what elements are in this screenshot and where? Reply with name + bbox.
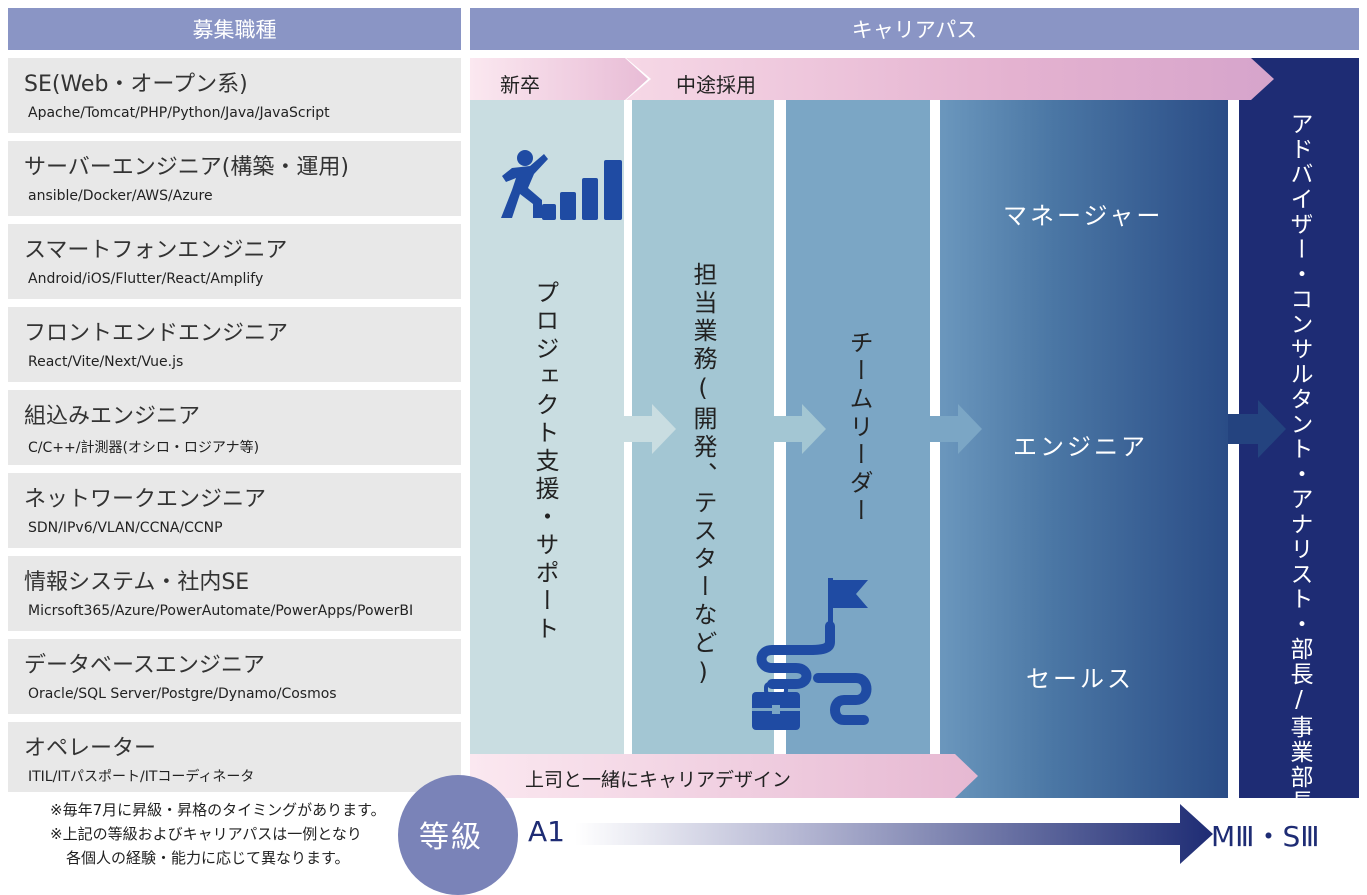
job-item: スマートフォンエンジニア Android/iOS/Flutter/React/A… [8, 224, 461, 299]
job-tags: Android/iOS/Flutter/React/Amplify [28, 271, 264, 287]
job-tags: SDN/IPv6/VLAN/CCNA/CCNP [28, 520, 223, 536]
job-item: オペレーター ITIL/ITパスポート/ITコーディネータ [8, 722, 461, 792]
job-title: フロントエンドエンジニア [24, 321, 289, 346]
job-tags: ansible/Docker/AWS/Azure [28, 188, 213, 204]
job-item: フロントエンドエンジニア React/Vite/Next/Vue.js [8, 307, 461, 382]
stage-arrow-4 [1228, 400, 1286, 458]
role-manager: マネージャー [1003, 202, 1164, 230]
mid-career-banner [626, 58, 1274, 100]
grade-end: MⅢ・SⅢ [1211, 820, 1320, 853]
job-title: SE(Web・オープン系) [24, 72, 248, 97]
job-tags: ITIL/ITパスポート/ITコーディネータ [28, 769, 255, 785]
job-item: 組込みエンジニア C/C++/計測器(オシロ・ロジアナ等) [8, 390, 461, 465]
career-header: キャリアパス [470, 8, 1359, 50]
jobs-header: 募集職種 [8, 8, 461, 50]
notes: ※毎年7月に昇級・昇格のタイミングがあります。 ※上記の等級およびキャリアパスは… [50, 798, 386, 870]
grade-arrow [575, 804, 1213, 864]
stage-assigned-work: 担当業務(開発、テスターなど) [689, 262, 717, 690]
job-title: 情報システム・社内SE [24, 570, 250, 595]
job-title: データベースエンジニア [24, 653, 265, 678]
stage-support: プロジェクト支援・サポート [531, 280, 559, 644]
climbing-person-icon [501, 150, 622, 220]
career-design-label: 上司と一緒にキャリアデザイン [525, 769, 792, 791]
job-tags: React/Vite/Next/Vue.js [28, 354, 184, 370]
job-title: 組込みエンジニア [24, 404, 201, 429]
job-tags: Apache/Tomcat/PHP/Python/Java/JavaScript [28, 105, 330, 121]
new-grad-label: 新卒 [500, 73, 540, 97]
job-item: サーバーエンジニア(構築・運用) ansible/Docker/AWS/Azur… [8, 141, 461, 216]
grade-circle [398, 775, 518, 895]
role-column [940, 98, 1228, 798]
grade-start: A1 [528, 815, 565, 848]
grade-label: 等級 [419, 820, 483, 855]
job-tags: Micrsoft365/Azure/PowerAutomate/PowerApp… [28, 603, 414, 619]
role-engineer: エンジニア [1013, 433, 1148, 461]
note-line: 各個人の経験・能力に応じて異なります。 [66, 849, 350, 867]
job-tags: C/C++/計測器(オシロ・ロジアナ等) [28, 440, 260, 456]
job-item: 情報システム・社内SE Micrsoft365/Azure/PowerAutom… [8, 556, 461, 631]
job-item: ネットワークエンジニア SDN/IPv6/VLAN/CCNA/CCNP [8, 473, 461, 548]
stage-team-leader: チームリーダー [845, 330, 873, 526]
job-item: SE(Web・オープン系) Apache/Tomcat/PHP/Python/J… [8, 58, 461, 133]
mid-career-label: 中途採用 [676, 73, 756, 97]
job-title: ネットワークエンジニア [24, 487, 267, 512]
job-title: オペレーター [24, 736, 157, 761]
stage-arrow-2 [774, 404, 826, 454]
note-line: ※毎年7月に昇級・昇格のタイミングがあります。 [50, 801, 386, 819]
role-sales: セールス [1026, 665, 1134, 693]
new-grad-banner [470, 58, 648, 100]
career-design-banner [470, 754, 978, 798]
stage-arrow-3 [930, 404, 982, 454]
job-title: スマートフォンエンジニア [24, 238, 288, 263]
note-line: ※上記の等級およびキャリアパスは一例となり [50, 825, 362, 843]
job-item: データベースエンジニア Oracle/SQL Server/Postgre/Dy… [8, 639, 461, 714]
top-role-text: アドバイザー・コンサルタント・アナリスト・部長/事業部長 [1286, 112, 1312, 815]
job-tags: Oracle/SQL Server/Postgre/Dynamo/Cosmos [28, 686, 337, 702]
flag-path-icon [752, 578, 872, 730]
stage-arrow-1 [624, 404, 676, 454]
job-title: サーバーエンジニア(構築・運用) [24, 155, 349, 180]
